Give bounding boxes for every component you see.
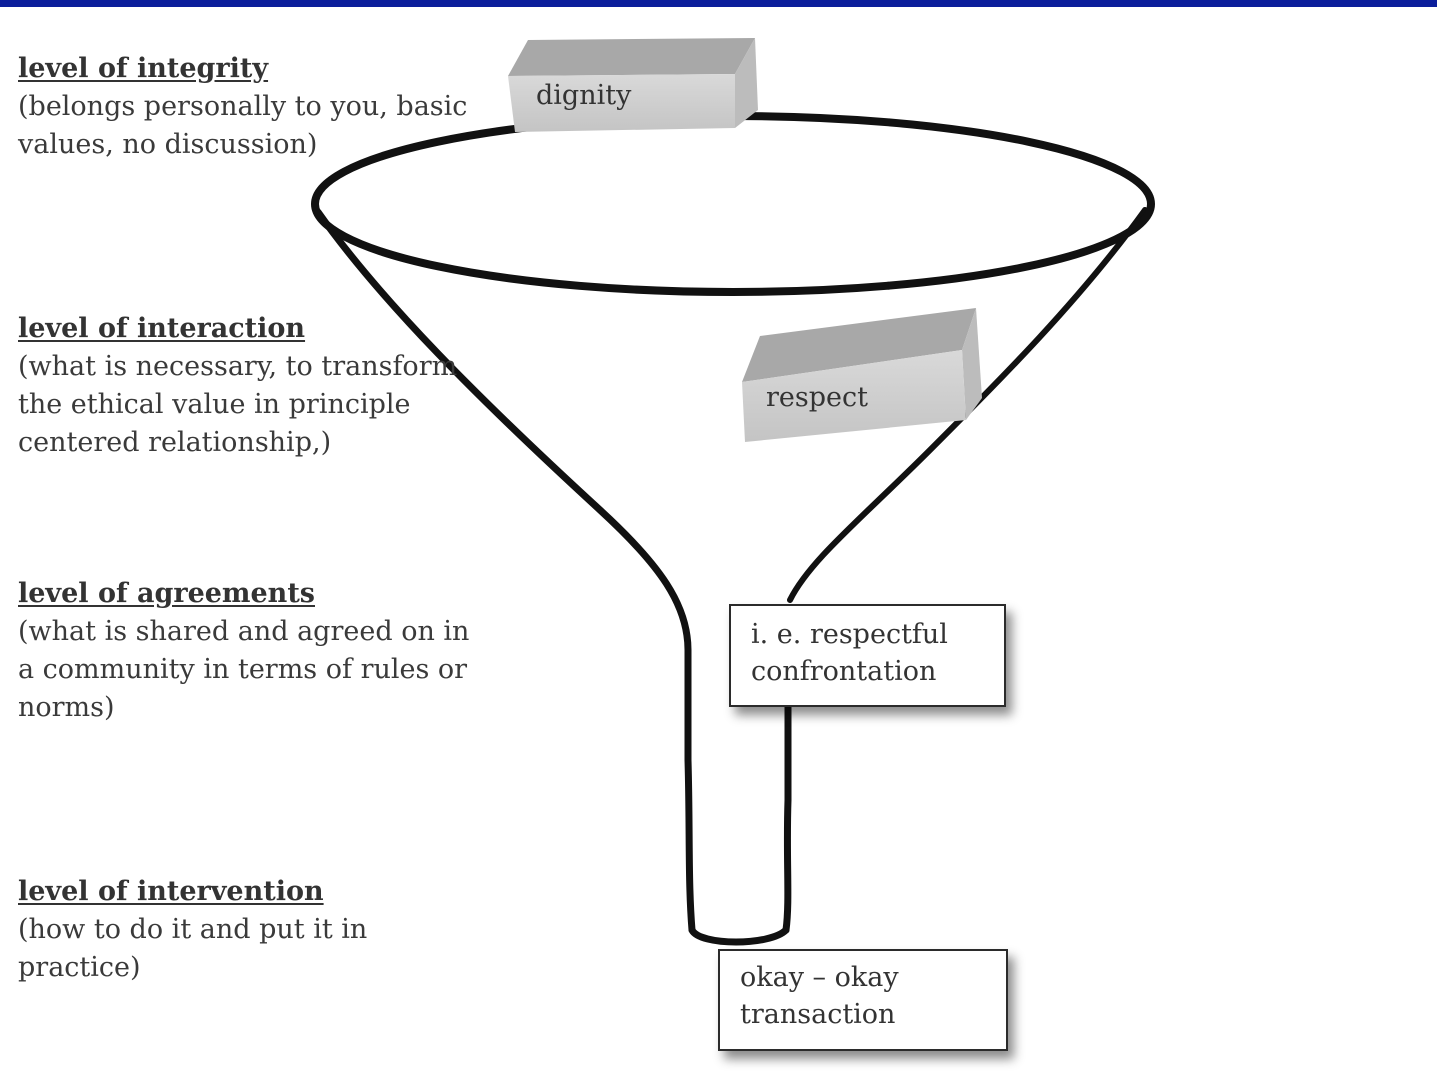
funnel-left-wall [314,208,696,934]
dignity-brick [508,38,758,132]
callout-confrontation: i. e. respectful confrontation [729,604,1006,707]
level-agreements-heading: level of agreements [18,578,315,609]
level-integrity-description: (belongs personally to you, basic values… [18,91,468,160]
funnel-spout-right [782,701,792,934]
level-agreements: level of agreements (what is shared and … [18,575,469,727]
callout-transaction: okay – okay transaction [718,949,1008,1051]
level-integrity-heading: level of integrity [18,53,269,84]
level-integrity: level of integrity (belongs personally t… [18,50,467,164]
respect-brick [742,308,982,442]
level-interaction: level of interaction (what is necessary,… [18,310,457,462]
level-interaction-heading: level of interaction [18,313,306,344]
level-interaction-description: (what is necessary, to transform the eth… [18,351,458,458]
level-agreements-description: (what is shared and agreed on in a commu… [18,616,470,723]
funnel-spout-bottom [688,926,790,946]
dignity-label: dignity [536,80,632,111]
respect-label: respect [766,382,868,413]
level-intervention: level of intervention (how to do it and … [18,873,367,987]
funnel-right-wall [787,207,1148,603]
level-intervention-description: (how to do it and put it in practice) [18,914,368,983]
level-intervention-heading: level of intervention [18,876,324,907]
top-accent-bar [0,0,1437,7]
